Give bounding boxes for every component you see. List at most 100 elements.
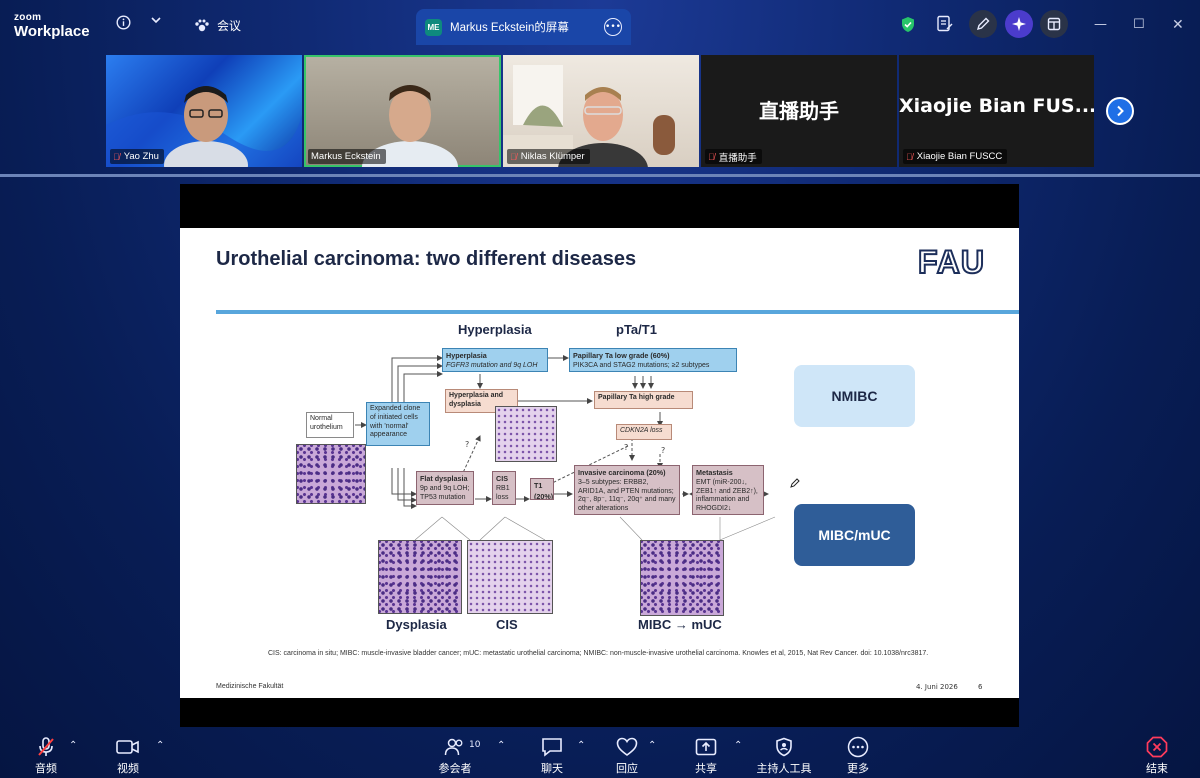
question-mark: ?	[465, 440, 470, 449]
chat-options-caret[interactable]: ⌃	[577, 740, 586, 751]
slide-rule	[216, 310, 1019, 314]
presentation-slide: Urothelial carcinoma: two different dise…	[180, 228, 1019, 698]
box-t1: T1 (20%)	[530, 478, 554, 500]
next-page-button[interactable]	[1106, 97, 1134, 125]
share-tab-title: Markus Eckstein的屏幕	[450, 22, 569, 34]
shield-icon[interactable]	[900, 16, 916, 33]
notes-icon[interactable]	[936, 15, 953, 33]
histology-image-mibc	[640, 540, 724, 616]
chevron-down-icon[interactable]	[150, 14, 162, 26]
box-papillary-high: Papillary Ta high grade	[594, 391, 693, 409]
meeting-button[interactable]: 会议	[194, 17, 241, 34]
apps-button[interactable]	[1040, 10, 1068, 38]
box-metastasis: Metastasis EMT (miR-200↓, ZEB1↑ and ZEB2…	[692, 465, 764, 515]
gallery-divider[interactable]	[0, 174, 1200, 177]
slide-title: Urothelial carcinoma: two different dise…	[216, 248, 637, 270]
box-expanded-clone: Expanded clone of initiated cells with '…	[366, 402, 430, 446]
participants-count: 10	[469, 740, 481, 750]
heart-icon	[616, 736, 638, 758]
info-icon[interactable]	[116, 15, 131, 30]
meeting-label: 会议	[217, 19, 242, 33]
caption-dysplasia: Dysplasia	[386, 617, 447, 632]
share-options-caret[interactable]: ⌃	[734, 740, 743, 751]
zoom-logo: zoom Workplace	[14, 12, 90, 40]
participants-button[interactable]: 参会者	[436, 736, 474, 776]
react-options-caret[interactable]: ⌃	[648, 740, 657, 751]
participants-options-caret[interactable]: ⌃	[497, 740, 506, 751]
share-button[interactable]: 共享	[690, 736, 722, 776]
host-shield-icon	[775, 736, 793, 758]
participant-name-label: 🎙̸ Xiaojie Bian FUSCC	[903, 149, 1008, 164]
react-button[interactable]: 回应	[611, 736, 643, 776]
audio-options-caret[interactable]: ⌃	[69, 740, 78, 751]
video-tile[interactable]: Xiaojie Bian FUS... 🎙̸ Xiaojie Bian FUSC…	[899, 55, 1094, 167]
histology-image-cis	[467, 540, 553, 614]
sharer-avatar: ME	[425, 18, 442, 36]
box-cis: CIS RB1 loss	[492, 471, 516, 505]
video-tile[interactable]: 直播助手 🎙̸ 直播助手	[701, 55, 897, 167]
box-invasive-carcinoma: Invasive carcinoma (20%) 3–5 subtypes: E…	[574, 465, 680, 515]
participants-label: 参会者	[438, 762, 472, 775]
sparkle-icon	[1011, 16, 1027, 32]
ai-companion-button[interactable]	[1005, 10, 1033, 38]
more-options-icon[interactable]: •••	[604, 18, 622, 36]
end-meeting-button[interactable]: 结束	[1141, 736, 1173, 776]
participant-display-name: Xiaojie Bian FUS...	[899, 95, 1094, 117]
video-gallery-strip: 🎙̸ Yao Zhu Markus Eckstein 🎙̸ Ni	[106, 55, 1094, 167]
tag-mibc-muc: MIBC/mUC	[794, 504, 915, 566]
end-icon	[1146, 736, 1168, 758]
video-button[interactable]: 视频	[112, 736, 144, 776]
minimize-icon[interactable]: —	[1094, 17, 1107, 32]
share-screen-icon	[695, 736, 717, 758]
slide-footnote: CIS: carcinoma in situ; MIBC: muscle-inv…	[268, 650, 929, 657]
question-mark: ?	[624, 443, 629, 452]
video-tile[interactable]: 🎙̸ Niklas Klümper	[503, 55, 699, 167]
fau-logo: FAU	[917, 243, 985, 281]
box-papillary-low: Papillary Ta low grade (60%) PIK3CA and …	[569, 348, 737, 372]
shared-screen: Urothelial carcinoma: two different dise…	[180, 184, 1019, 727]
video-options-caret[interactable]: ⌃	[156, 740, 165, 751]
audio-button[interactable]: 音频	[30, 736, 62, 776]
host-tools-button[interactable]: 主持人工具	[754, 736, 814, 776]
chat-button[interactable]: 聊天	[536, 736, 568, 776]
close-icon[interactable]: ✕	[1172, 17, 1184, 33]
box-normal-urothelium: Normal urothelium	[306, 412, 354, 438]
meeting-icon	[194, 19, 210, 33]
video-label: 视频	[117, 762, 139, 775]
header-pta-t1: pTa/T1	[616, 322, 657, 337]
maximize-icon[interactable]: ☐	[1133, 17, 1145, 32]
more-button[interactable]: 更多	[842, 736, 874, 776]
slide-footer-date: 4. Juni 2026	[916, 683, 958, 691]
pencil-icon	[976, 17, 990, 31]
host-tools-label: 主持人工具	[756, 762, 812, 775]
chat-label: 聊天	[541, 762, 563, 775]
audio-label: 音频	[35, 762, 57, 775]
screen-share-tab[interactable]: ME Markus Eckstein的屏幕 •••	[416, 9, 631, 45]
video-camera-icon	[116, 736, 140, 758]
participant-video	[304, 55, 501, 167]
participant-display-name: 直播助手	[759, 99, 839, 123]
slide-page-number: 6	[978, 683, 983, 691]
chevron-right-icon	[1115, 105, 1125, 117]
mic-muted-icon	[36, 736, 56, 758]
participant-name-label: 🎙̸ Niklas Klümper	[507, 149, 590, 164]
annotate-button[interactable]	[969, 10, 997, 38]
pen-cursor-icon	[790, 478, 800, 488]
logo-line2: Workplace	[14, 23, 90, 40]
video-tile-active-speaker[interactable]: Markus Eckstein	[304, 55, 501, 167]
mic-muted-icon: 🎙̸	[113, 151, 120, 162]
chat-bubble-icon	[541, 736, 563, 758]
logo-line1: zoom	[14, 12, 42, 23]
slide-footer-faculty: Medizinische Fakultät	[216, 683, 284, 690]
histology-image-dysplasia	[378, 540, 462, 614]
apps-icon	[1047, 17, 1061, 31]
header-hyperplasia: Hyperplasia	[458, 322, 532, 337]
share-label: 共享	[695, 762, 717, 775]
react-label: 回应	[616, 762, 638, 775]
more-label: 更多	[847, 762, 869, 775]
mic-muted-icon: 🎙̸	[906, 151, 913, 162]
histology-image-normal	[296, 444, 366, 504]
video-tile[interactable]: 🎙̸ Yao Zhu	[106, 55, 302, 167]
question-mark: ?	[661, 446, 666, 455]
title-bar: zoom Workplace 会议 ME Markus Eckstein的屏幕 …	[0, 0, 1200, 48]
